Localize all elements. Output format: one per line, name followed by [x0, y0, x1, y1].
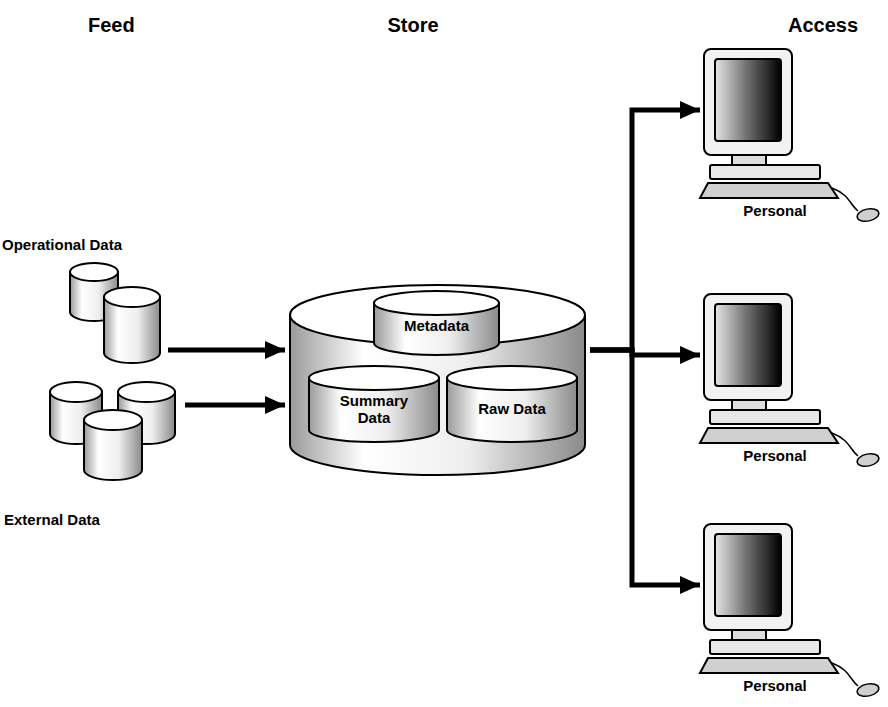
- external-data-source: External Data: [0, 380, 185, 540]
- personal-computer-art: [700, 290, 885, 470]
- node-label: Operational Data: [2, 237, 167, 254]
- column-heading: Access: [788, 14, 858, 37]
- flow-arrow: [590, 110, 700, 350]
- node-label: Personal: [720, 678, 830, 695]
- column-heading: Feed: [88, 14, 135, 37]
- metadata-cylinder: Metadata: [373, 290, 500, 358]
- flow-arrow: [168, 348, 285, 353]
- node-label: Personal: [720, 203, 830, 220]
- flow-arrow: [185, 403, 285, 408]
- node-label: Raw Data: [446, 401, 578, 418]
- personal-computer-art: [700, 45, 885, 225]
- personal-computer: Personal: [700, 290, 885, 470]
- raw-data-cylinder: Raw Data: [446, 365, 578, 445]
- flow-arrow: [590, 350, 700, 585]
- operational-data-source: Operational Data: [0, 235, 168, 365]
- node-label: Personal: [720, 448, 830, 465]
- personal-computer: Personal: [700, 520, 885, 700]
- node-label: Summary Data: [329, 393, 419, 426]
- data-store-cylinder: StoreMetadataSummary Data Raw Data: [285, 10, 590, 480]
- node-label: External Data: [4, 512, 174, 529]
- personal-computer: Personal: [700, 45, 885, 225]
- operational-data-source-art: [0, 235, 168, 365]
- node-label: Metadata: [373, 318, 500, 335]
- personal-computer-art: [700, 520, 885, 700]
- summary-data-cylinder: Summary Data: [308, 365, 440, 445]
- node-label: Store: [363, 14, 463, 36]
